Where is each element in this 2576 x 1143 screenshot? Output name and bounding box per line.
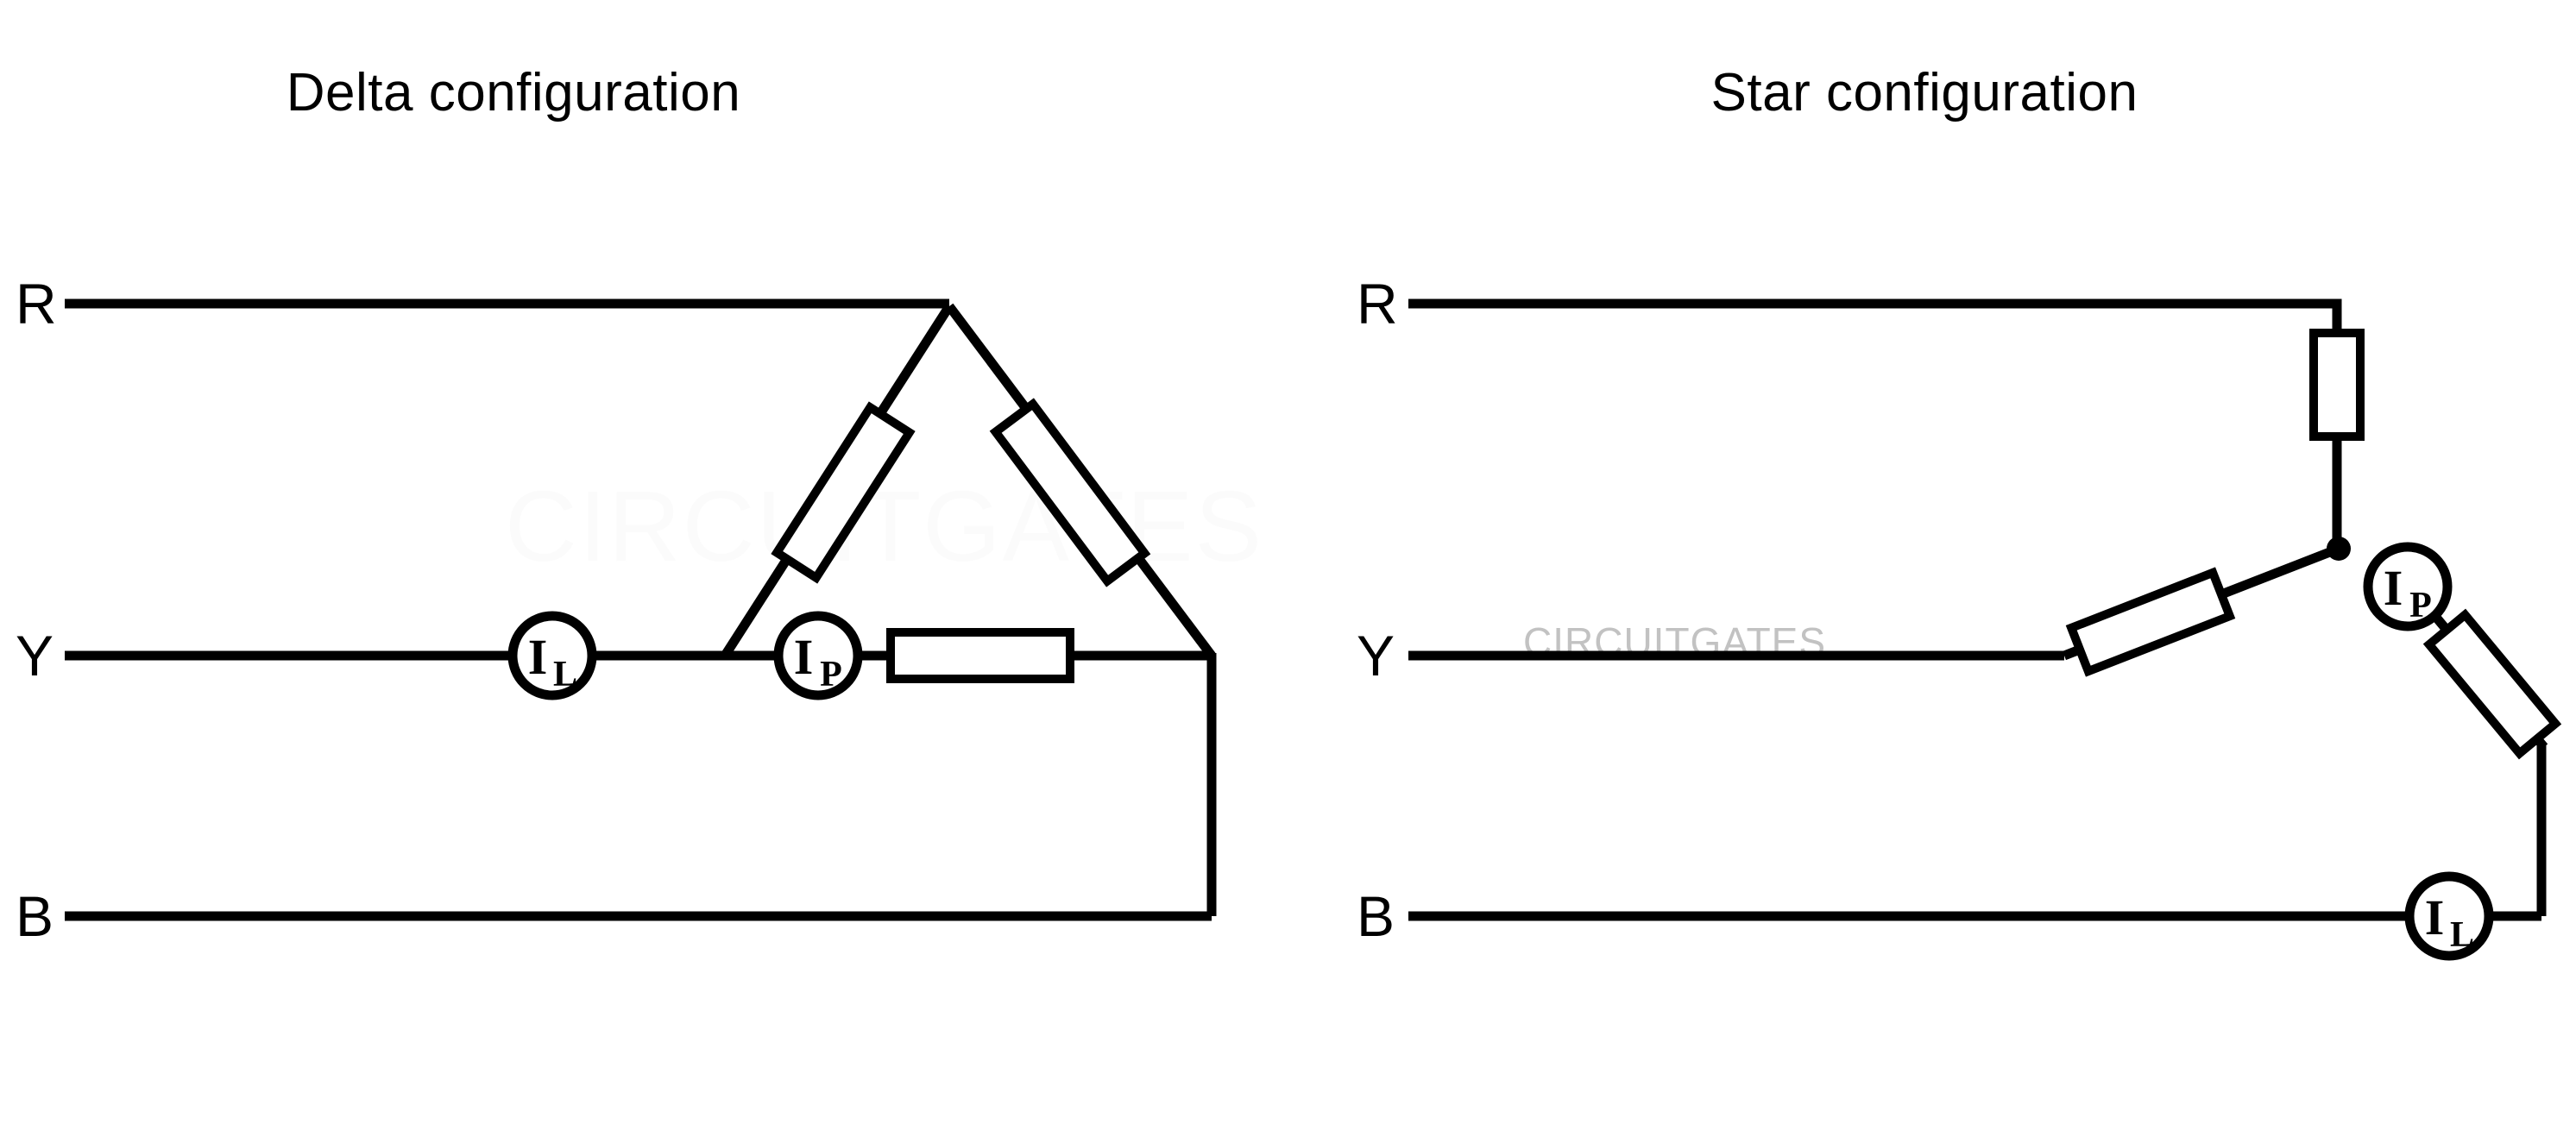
delta-phase-label-r: R bbox=[16, 272, 57, 336]
star-meter-ip-subscript: P bbox=[2409, 586, 2432, 625]
delta-line-current-meter: I L bbox=[507, 611, 597, 700]
delta-resistor-ry bbox=[771, 401, 916, 584]
star-phase-label-b: B bbox=[1357, 884, 1395, 948]
delta-meter-ip-subscript: P bbox=[820, 655, 842, 694]
star-resistor-b bbox=[2422, 608, 2562, 760]
delta-phase-current-meter: I P bbox=[773, 611, 863, 700]
star-resistor-y bbox=[2065, 567, 2236, 677]
star-resistor-r bbox=[2309, 329, 2365, 441]
star-phase-current-meter: I P bbox=[2363, 542, 2453, 631]
star-title: Star configuration bbox=[1711, 63, 2138, 122]
delta-meter-ip-symbol: I bbox=[794, 629, 814, 685]
delta-title: Delta configuration bbox=[287, 63, 740, 122]
delta-meter-il-subscript: L bbox=[553, 655, 577, 694]
star-neutral-node bbox=[2327, 537, 2351, 561]
star-line-current-meter: I L bbox=[2404, 871, 2494, 961]
star-meter-ip-symbol: I bbox=[2384, 560, 2403, 616]
star-configuration-group: Star configuration R Y B bbox=[1357, 63, 2562, 961]
delta-resistor-rb bbox=[989, 398, 1151, 587]
delta-resistor-yb bbox=[886, 628, 1074, 683]
star-phase-label-r: R bbox=[1357, 272, 1398, 336]
delta-configuration-group: Delta configuration R Y B bbox=[16, 63, 1217, 948]
star-meter-il-symbol: I bbox=[2425, 889, 2445, 945]
star-phase-label-y: Y bbox=[1357, 624, 1395, 688]
delta-meter-il-symbol: I bbox=[528, 629, 548, 685]
delta-phase-label-y: Y bbox=[16, 624, 54, 688]
star-r-phase-wire bbox=[1408, 298, 2342, 333]
delta-phase-label-b: B bbox=[16, 884, 54, 948]
star-meter-il-subscript: L bbox=[2450, 915, 2474, 955]
